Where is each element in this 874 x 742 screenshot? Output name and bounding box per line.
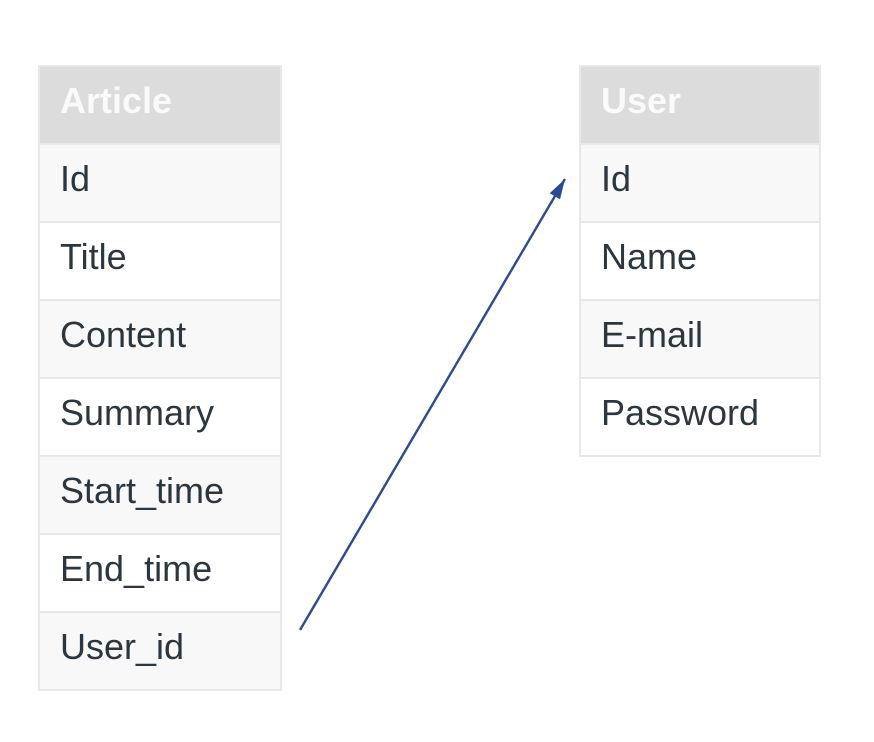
article-field-row: User_id (40, 611, 280, 689)
relation-line (298, 178, 567, 631)
user-field-row: Password (581, 377, 819, 455)
article-field-row: Id (40, 143, 280, 221)
user-field-row: Name (581, 221, 819, 299)
article-field-row: Summary (40, 377, 280, 455)
table-article-title: Article (40, 67, 280, 143)
article-field-row: Start_time (40, 455, 280, 533)
table-user-title: User (581, 67, 819, 143)
user-field-row: E-mail (581, 299, 819, 377)
article-field-row: End_time (40, 533, 280, 611)
user-field-row: Id (581, 143, 819, 221)
article-field-row: Content (40, 299, 280, 377)
article-field-row: Title (40, 221, 280, 299)
